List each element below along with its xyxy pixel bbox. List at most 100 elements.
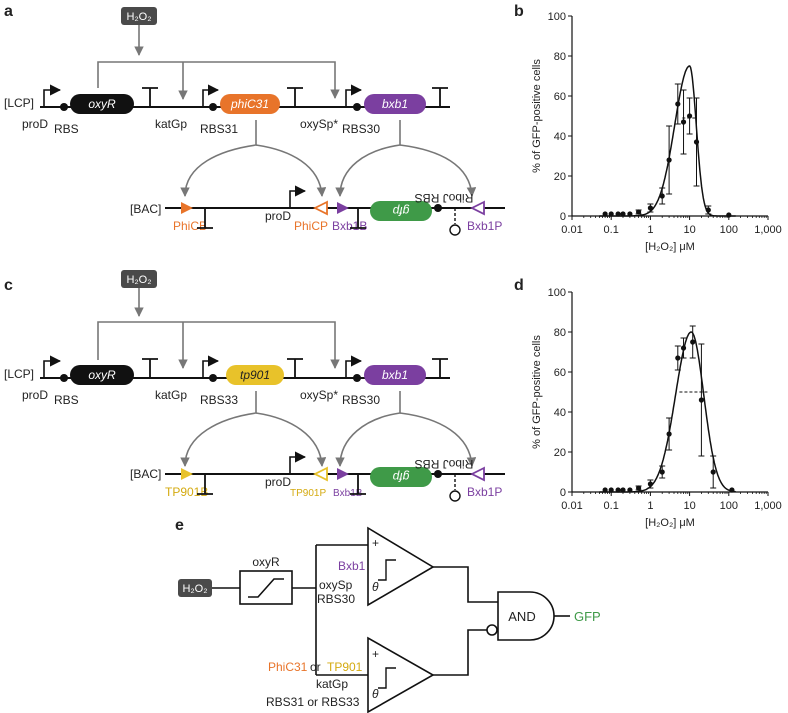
terminator-icon [287, 358, 303, 378]
rbs-icon [209, 374, 217, 382]
y-tick-label: 40 [554, 407, 566, 419]
gene-bxb1-label: bxb1 [382, 368, 408, 382]
oxyr-label: oxyR [252, 555, 280, 569]
rbs-label: RBS [54, 393, 79, 407]
data-point [647, 205, 654, 211]
gene-phic31 [220, 94, 280, 114]
data-point [675, 355, 681, 361]
data-point [659, 469, 665, 475]
rbs-icon [353, 374, 361, 382]
phic31-arc-right [255, 144, 327, 197]
data-point [659, 193, 665, 199]
panel-c: c H₂O₂ [LCP] oxyR proD RBS tp901 katGp R… [4, 270, 505, 502]
rbs-icon [434, 470, 442, 478]
data-point [602, 487, 608, 493]
y-tick-label: 0 [560, 487, 566, 499]
fit-curve [599, 331, 736, 493]
data-point [666, 431, 672, 437]
gene-bxb1-label: bxb1 [382, 97, 408, 111]
data-point [675, 101, 681, 107]
rbs30-label: RBS30 [317, 592, 355, 606]
katgp-label: katGp [155, 117, 187, 131]
data-point [615, 487, 621, 493]
promoter-icon [289, 185, 307, 208]
comparator-top [367, 526, 435, 607]
x-tick-label: 1 [647, 500, 653, 512]
x-tick-label: 0.1 [604, 224, 619, 236]
bxb1p-label: Bxb1P [467, 485, 502, 499]
inverter-bubble [486, 624, 498, 636]
terminator-icon [142, 87, 158, 107]
data-point [666, 157, 672, 163]
x-tick-label: 100 [720, 500, 738, 512]
rbs-both-label: RBS31 or RBS33 [266, 695, 360, 709]
x-tick-label: 1 [647, 224, 653, 236]
x-tick-label: 0.01 [561, 224, 582, 236]
x-tick-label: 100 [720, 224, 738, 236]
lcp-label: [LCP] [4, 367, 34, 381]
bxb1-arc-left [335, 391, 401, 467]
data-point [627, 211, 633, 217]
bxb1-arc-right [399, 144, 477, 197]
bxb1b-label: Bxb1B [333, 488, 363, 499]
rbs-icon [353, 103, 361, 111]
x-tick-label: 10 [683, 500, 695, 512]
aptamer-icon [449, 490, 461, 502]
phicp-label: PhiCP [294, 219, 328, 233]
x-axis-label: [H₂O₂] μM [645, 241, 695, 253]
tp901b-label: TP901B [165, 485, 208, 499]
panel-letter-a: a [4, 3, 13, 20]
data-point [726, 212, 732, 218]
data-point [680, 345, 687, 351]
prod-label: proD [22, 388, 48, 402]
gfp-output-label: GFP [574, 609, 601, 624]
terminator-icon [197, 208, 213, 229]
gene-gfp-label: gfp [392, 470, 409, 484]
bac-prod-label: proD [265, 209, 291, 223]
data-point [602, 211, 608, 217]
panel-letter-b: b [514, 3, 524, 20]
phicb-site-icon [181, 202, 193, 214]
phic31-label: PhiC31 [268, 660, 308, 674]
katgp-label: katGp [316, 677, 348, 691]
tp901-arc-right [255, 412, 327, 467]
theta-label: θ [372, 580, 379, 594]
h2o2-label: H₂O₂ [182, 583, 207, 595]
tp901-arc-left [180, 391, 257, 467]
oxysp-label: oxySp* [300, 388, 338, 402]
aptamer-icon [449, 224, 461, 236]
data-point [647, 481, 654, 487]
data-point [690, 339, 696, 345]
or-label: or [310, 660, 321, 674]
h2o2-box [121, 7, 157, 25]
oxyr-regulation-line [97, 61, 340, 99]
gene-oxyr-label: oxyR [88, 368, 116, 382]
y-axis-label: % of GFP-positive cells [531, 335, 543, 449]
data-point [710, 469, 716, 475]
y-tick-label: 20 [554, 171, 566, 183]
promoter-icon [202, 84, 220, 107]
data-point [687, 113, 693, 119]
x-tick-label: 1,000 [754, 500, 782, 512]
gene-tp901 [226, 365, 284, 385]
panel-a: a H₂O₂ [LCP] oxyR proD RBS phiC31 katGp … [4, 3, 505, 236]
promoter-icon [43, 84, 62, 107]
gene-tp901-label: tp901 [240, 368, 270, 382]
promoter-icon [43, 355, 62, 378]
bxb1p-label: Bxb1P [467, 219, 502, 233]
rbs-label: RBS [54, 122, 79, 136]
terminator-icon [197, 474, 213, 495]
gene-oxyr-label: oxyR [88, 97, 116, 111]
rbs31-label: RBS31 [200, 122, 238, 136]
bxb1b-label: Bxb1B [332, 219, 367, 233]
bxb1p-site-icon [469, 200, 485, 216]
sigmoid-icon [248, 578, 284, 598]
data-point [698, 397, 705, 403]
rbs-icon [60, 374, 68, 382]
gene-gfp [370, 201, 432, 221]
phicp-site-icon [312, 200, 328, 216]
terminator-icon [350, 474, 366, 495]
